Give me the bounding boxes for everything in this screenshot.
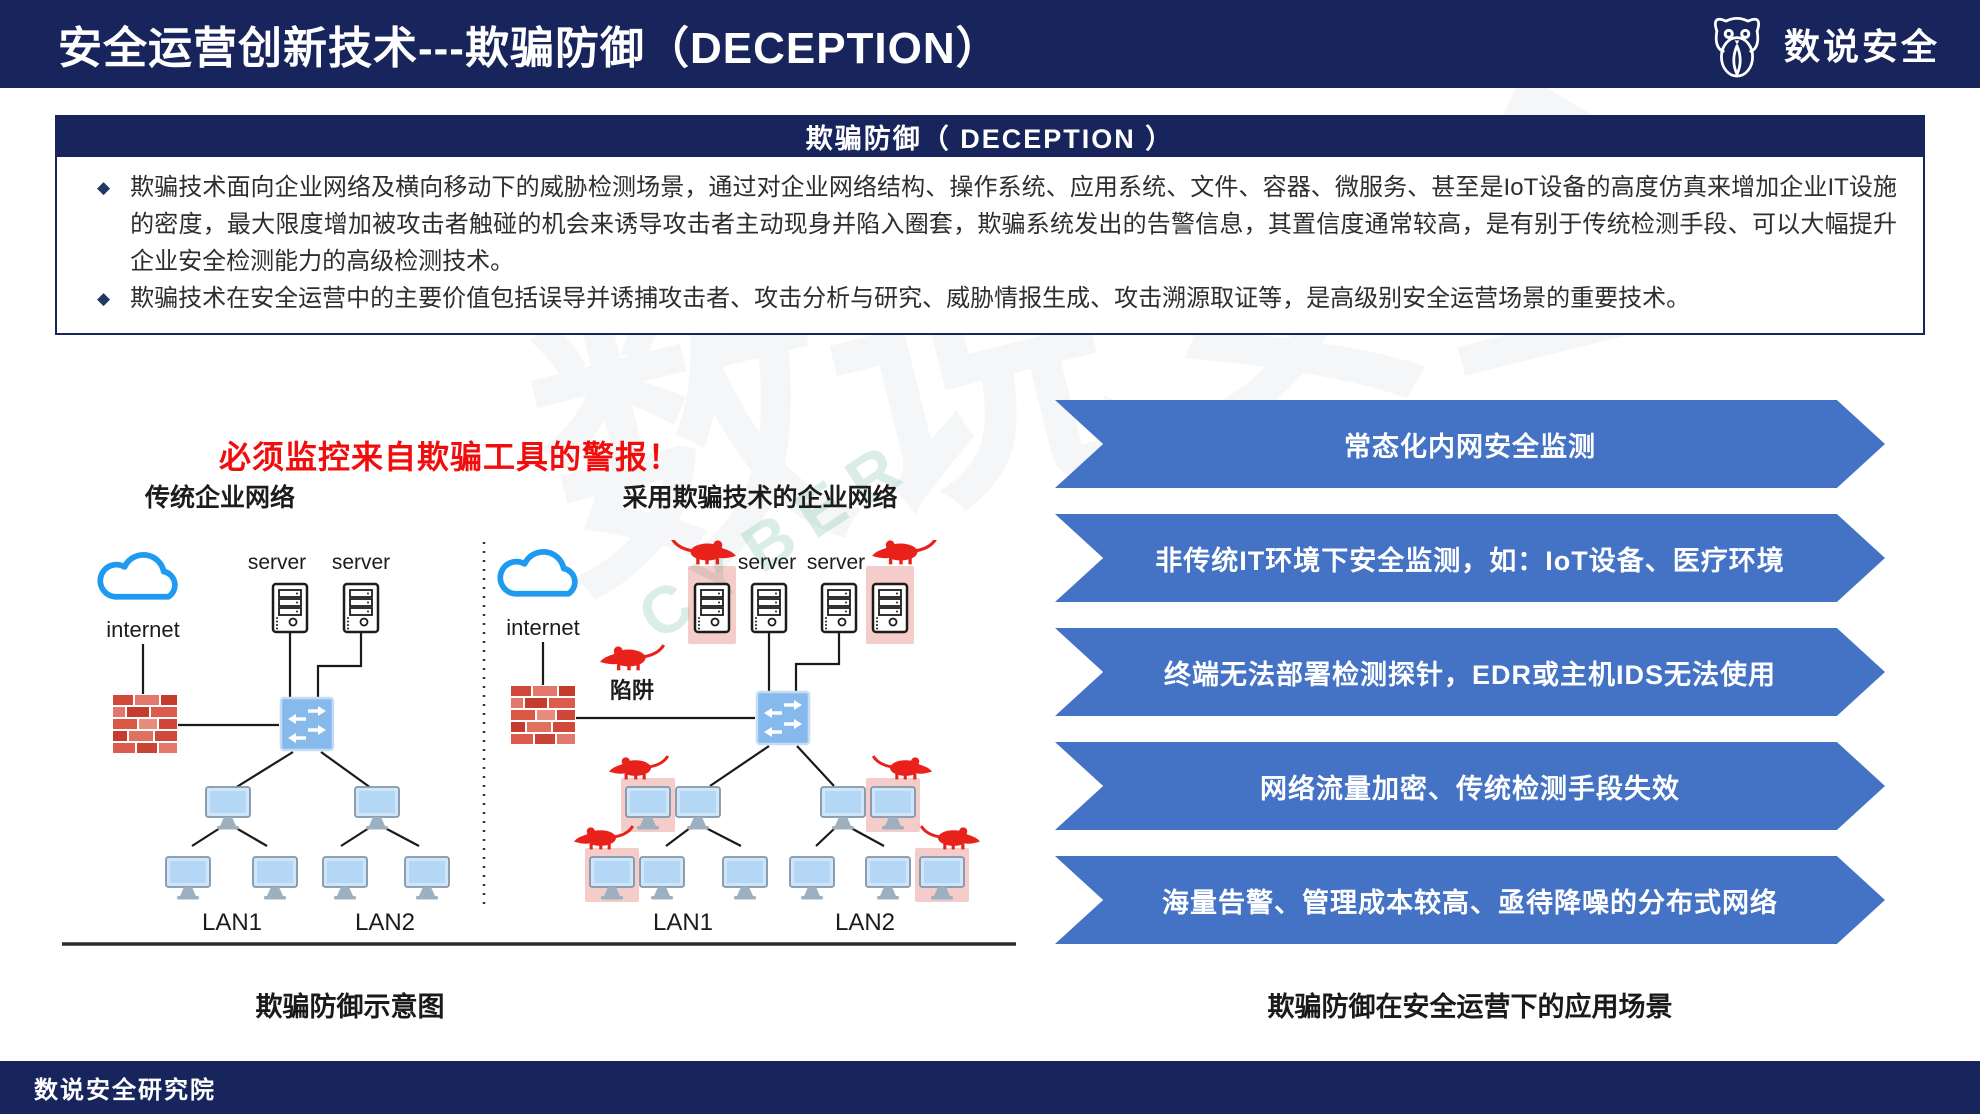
server-label: server xyxy=(248,551,306,574)
server-label: server xyxy=(332,551,390,574)
firewall-icon xyxy=(510,685,576,747)
right-caption: 欺骗防御在安全运营下的应用场景 xyxy=(1267,992,1673,1022)
footer-text: 数说安全研究院 xyxy=(34,1077,216,1104)
scenario-arrow: 海量告警、管理成本较高、亟待降噪的分布式网络 xyxy=(1055,856,1885,944)
scenario-arrow: 网络流量加密、传统检测手段失效 xyxy=(1055,742,1885,830)
scenario-arrow: 非传统IT环境下安全监测，如：IoT设备、医疗环境 xyxy=(1055,514,1885,602)
footer-bar: 数说安全研究院 xyxy=(0,1061,1980,1114)
internet-label: internet xyxy=(506,615,579,640)
switch-icon xyxy=(281,698,333,750)
trap-label: 陷阱 xyxy=(610,678,654,703)
scenario-arrows: 常态化内网安全监测 非传统IT环境下安全监测，如：IoT设备、医疗环境 终端无法… xyxy=(1055,400,1885,970)
bullet-text: 欺骗技术在安全运营中的主要价值包括误导并诱捕攻击者、攻击分析与研究、威胁情报生成… xyxy=(130,285,1691,312)
pc-icon xyxy=(205,786,251,831)
server-label: server xyxy=(738,551,796,574)
internet-label: internet xyxy=(106,617,179,642)
deception-connection-lines xyxy=(541,632,885,847)
lan2-label: LAN2 xyxy=(835,909,895,936)
bullet-item: 欺骗技术在安全运营中的主要价值包括误导并诱捕攻击者、攻击分析与研究、威胁情报生成… xyxy=(73,280,1897,317)
infobox-body: 欺骗技术面向企业网络及横向移动下的威胁检测场景，通过对企业网络结构、操作系统、应… xyxy=(55,157,1925,335)
cloud-icon xyxy=(100,555,175,597)
left-caption: 欺骗防御示意图 xyxy=(255,992,445,1022)
server-icon xyxy=(342,582,380,634)
scenario-arrow: 终端无法部署检测探针，EDR或主机IDS无法使用 xyxy=(1055,628,1885,716)
pc-icon xyxy=(789,856,835,901)
rat-icon xyxy=(919,824,982,851)
pc-icon xyxy=(354,786,400,831)
pc-icon xyxy=(820,786,866,831)
server-icon xyxy=(750,582,788,634)
pc-icon xyxy=(165,856,211,901)
rat-trap-icon xyxy=(598,643,666,672)
diamond-bullet-icon xyxy=(97,169,110,206)
firewall-icon xyxy=(112,694,178,756)
server-icon xyxy=(271,582,309,634)
cloud-icon xyxy=(500,552,575,594)
pc-icon xyxy=(322,856,368,901)
pc-icon xyxy=(252,856,298,901)
pc-icon xyxy=(722,856,768,901)
alert-text: 必须监控来自欺骗工具的警报！ xyxy=(218,439,681,475)
pc-icon xyxy=(639,856,685,901)
scenario-arrow: 常态化内网安全监测 xyxy=(1055,400,1885,488)
infobox-title: 欺骗防御（ DECEPTION ） xyxy=(55,115,1925,157)
diagram-title-deception: 采用欺骗技术的企业网络 xyxy=(622,484,898,512)
page-title: 安全运营创新技术---欺骗防御（DECEPTION） xyxy=(58,24,1001,73)
brand-logo: 数说安全 xyxy=(1704,9,1940,79)
pc-icon xyxy=(865,856,911,901)
diamond-bullet-icon xyxy=(97,280,110,317)
rat-icon xyxy=(871,754,934,781)
header-bar: 安全运营创新技术---欺骗防御（DECEPTION） 数说安全 xyxy=(0,0,1980,88)
lan1-label: LAN1 xyxy=(202,909,262,936)
decoy-server-icon xyxy=(871,582,909,634)
bullet-text: 欺骗技术面向企业网络及横向移动下的威胁检测场景，通过对企业网络结构、操作系统、应… xyxy=(130,174,1897,275)
network-diagram: internet server server LAN1 LAN2 xyxy=(62,540,1016,946)
server-icon xyxy=(820,582,858,634)
pc-icon xyxy=(404,856,450,901)
switch-icon xyxy=(757,692,809,744)
server-label: server xyxy=(807,551,865,574)
deception-infobox: 欺骗防御（ DECEPTION ） 欺骗技术面向企业网络及横向移动下的威胁检测场… xyxy=(55,115,1925,335)
traditional-connection-lines xyxy=(141,632,420,847)
rat-icon xyxy=(607,754,670,781)
rat-icon xyxy=(670,540,738,566)
pc-icon xyxy=(675,786,721,831)
rat-icon xyxy=(870,540,938,566)
decoy-server-icon xyxy=(693,582,731,634)
lan2-label: LAN2 xyxy=(355,909,415,936)
owl-logo-icon xyxy=(1713,16,1761,78)
brand-name: 数说安全 xyxy=(1783,26,1940,67)
lan1-label: LAN1 xyxy=(653,909,713,936)
diagram-title-traditional: 传统企业网络 xyxy=(144,484,295,512)
bullet-item: 欺骗技术面向企业网络及横向移动下的威胁检测场景，通过对企业网络结构、操作系统、应… xyxy=(73,169,1897,280)
